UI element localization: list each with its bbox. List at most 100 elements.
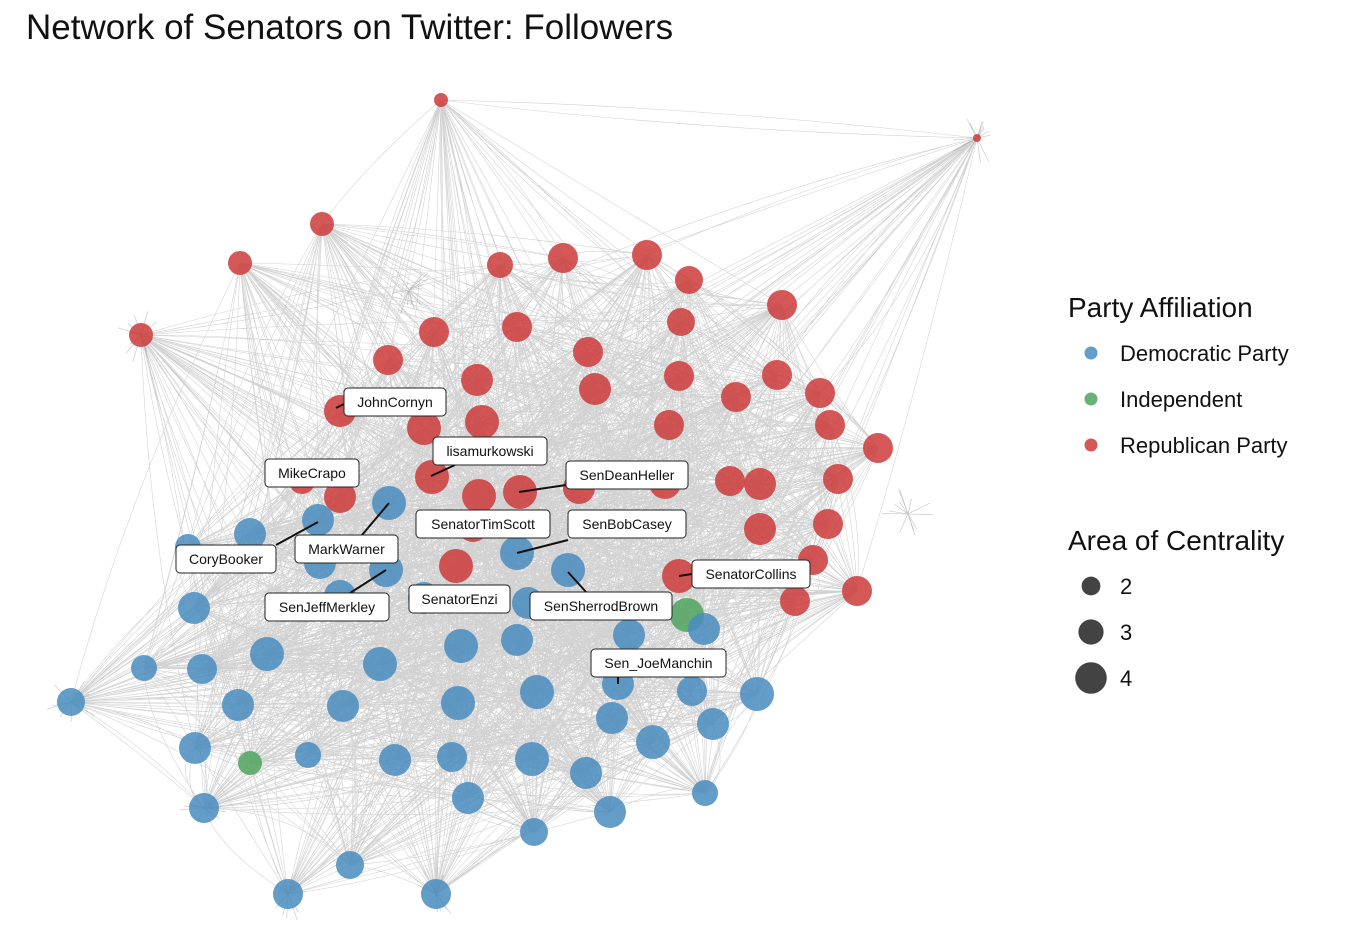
label-box [432,436,548,466]
republican-node [434,93,448,107]
label-leader-line [361,502,390,536]
democratic-node [363,647,397,681]
republican-node [744,468,776,500]
senator-label: SenatorEnzi [421,591,497,607]
democratic-node [613,619,645,651]
independent-node [238,751,262,775]
democratic-node [327,690,359,722]
legend-party-label: Democratic Party [1120,341,1289,366]
senator-label: SenBobCasey [582,516,672,532]
label-box [343,387,447,417]
republican-node [548,243,578,273]
legend-party-key [1084,392,1098,406]
senator-label: CoryBooker [189,551,263,567]
label-box [264,458,360,488]
democratic-node [179,732,211,764]
republican-node [439,549,473,583]
label-box [565,460,689,490]
senator-label: MarkWarner [308,541,385,557]
senator-label: SenDeanHeller [580,467,675,483]
republican-node [228,251,252,275]
republican-node [863,433,893,463]
republican-node [675,266,703,294]
legend-party-label: Independent [1120,387,1242,412]
republican-node [324,481,356,513]
legend-size-key [1081,576,1101,596]
senator-label: SenatorTimScott [431,516,535,532]
republican-node [767,290,797,320]
democratic-node [250,637,284,671]
legend-size-title: Area of Centrality [1068,525,1284,556]
republican-node [310,212,334,236]
legend-party-label: Republican Party [1120,433,1288,458]
democratic-node [596,702,628,734]
senator-label: SenatorCollins [705,566,796,582]
republican-node [462,479,496,513]
republican-node [823,464,853,494]
democratic-node [379,744,411,776]
democratic-node [302,504,334,536]
democratic-node [636,725,670,759]
republican-node [744,513,776,545]
democratic-node [740,677,774,711]
republican-node [715,466,745,496]
republican-node [632,240,662,270]
label-leader-line [516,539,569,554]
republican-node [813,509,843,539]
republican-node [667,308,695,336]
label-leader-line [349,569,387,594]
democratic-node [515,742,549,776]
democratic-node [57,688,85,716]
legend-party-key [1084,438,1098,452]
democratic-node [551,553,585,587]
republican-node [815,410,845,440]
legend: Party Affiliation Democratic PartyIndepe… [1068,292,1289,694]
label-box [175,544,277,574]
democratic-node [594,796,626,828]
republican-node [762,360,792,390]
senator-label: JohnCornyn [357,394,433,410]
democratic-node [178,592,210,624]
label-leader-line [567,571,587,593]
democratic-node [441,686,475,720]
republican-node [721,382,751,412]
republican-node [465,405,499,439]
label-box [408,584,511,614]
republican-node [502,312,532,342]
label-leader-line [275,521,319,546]
legend-size-key [1078,619,1104,645]
democratic-node [222,689,254,721]
legend-size-label: 4 [1120,666,1132,691]
republican-node [419,317,449,347]
republican-node [664,361,694,391]
democratic-node [131,655,157,681]
democratic-node [688,613,720,645]
label-leader-line [335,403,345,409]
legend-party-key [1084,346,1098,360]
republican-node [805,378,835,408]
label-leader-line [430,464,456,477]
democratic-node [437,742,467,772]
senator-label: Sen_JoeManchin [604,655,712,671]
republican-node [415,460,449,494]
republican-node [973,134,981,142]
republican-node [129,323,153,347]
democratic-node [273,879,303,909]
democratic-node [444,629,478,663]
republican-node [780,586,810,616]
democratic-node [336,851,364,879]
senator-label: MikeCrapo [278,465,346,481]
democratic-node [501,624,533,656]
label-box [415,509,551,539]
democratic-node [677,676,707,706]
democratic-node [452,782,484,814]
legend-size-label: 2 [1120,574,1132,599]
label-box [691,559,811,589]
legend-party-title: Party Affiliation [1068,292,1253,323]
republican-node [579,373,611,405]
democratic-node [189,793,219,823]
label-box [294,534,399,564]
senator-label: SenSherrodBrown [544,598,658,614]
label-leader-line [678,573,693,577]
